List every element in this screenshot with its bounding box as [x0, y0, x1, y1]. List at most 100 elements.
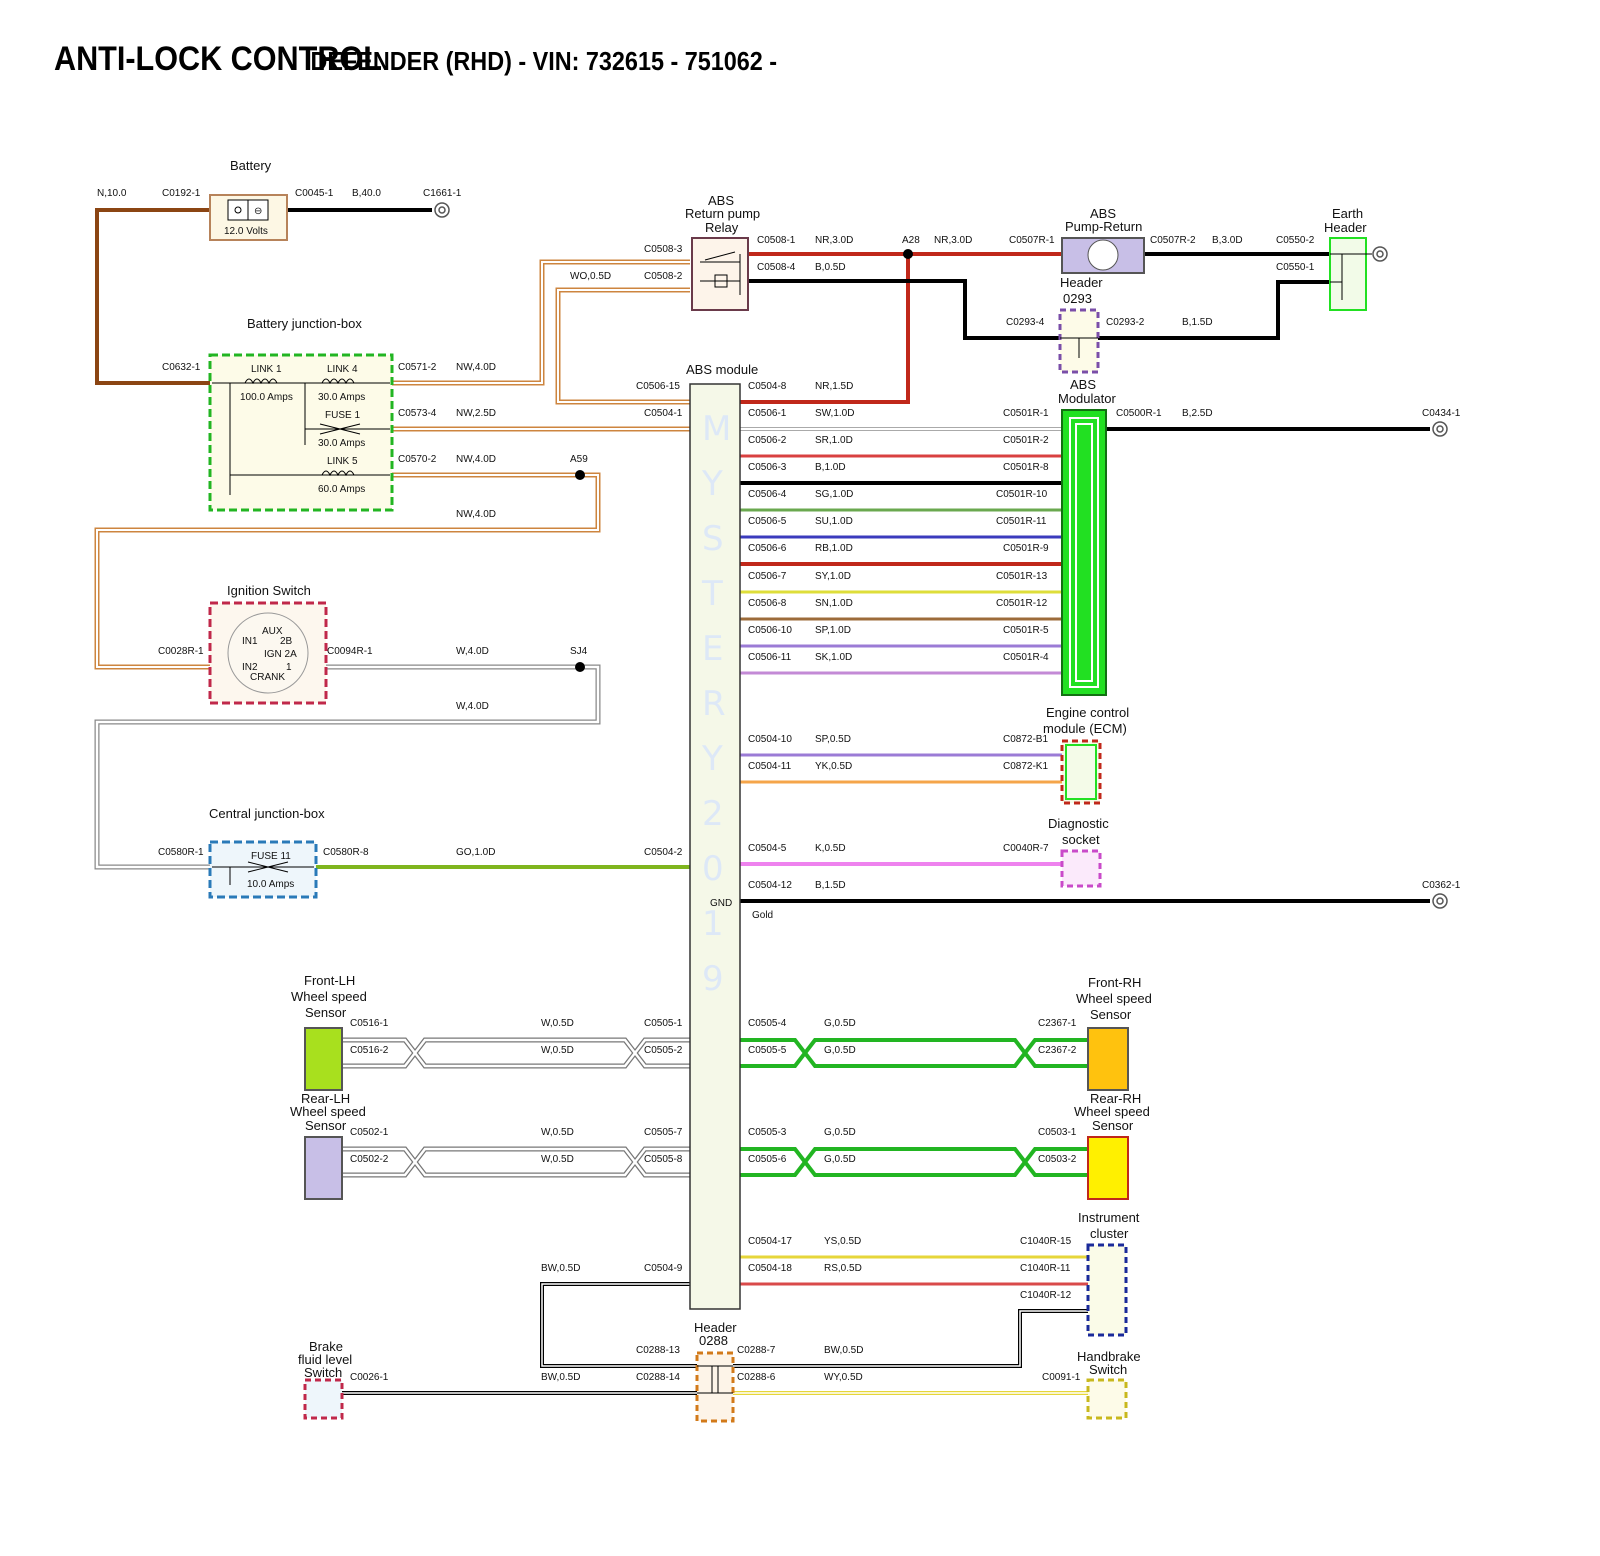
diag-label-1: Diagnostic [1048, 816, 1109, 831]
connector-label: G,0.5D [824, 1045, 856, 1056]
connector-label: RS,0.5D [824, 1263, 862, 1274]
link5-label: LINK 5 [327, 456, 358, 467]
brake-label-2: fluid level [298, 1352, 352, 1367]
wire-n-battery [95, 208, 210, 385]
connector-label: NW,4.0D [456, 362, 496, 373]
connector-label: C0028R-1 [158, 646, 204, 657]
connector-label: C0504-11 [748, 761, 792, 772]
connector-label: C0505-1 [644, 1018, 683, 1029]
frh-label-2: Wheel speed [1076, 991, 1152, 1006]
watermark-letter: 0 [702, 849, 724, 889]
connector-label: BW,0.5D [824, 1345, 863, 1356]
connector-label: C0501R-1 [1003, 408, 1049, 419]
connector-label: WY,0.5D [824, 1372, 863, 1383]
connector-label: SG,1.0D [815, 489, 853, 500]
splice-a59 [575, 470, 585, 480]
link4-label: LINK 4 [327, 364, 358, 375]
connector-label: C0506-1 [748, 408, 787, 419]
connector-label: C0505-5 [748, 1045, 787, 1056]
connector-label: SP,0.5D [815, 734, 851, 745]
watermark-letter: Y [701, 464, 723, 504]
link1-label: LINK 1 [251, 364, 282, 375]
connector-label: B,40.0 [352, 188, 381, 199]
connector-label: C0570-2 [398, 454, 437, 465]
fuse11-amps: 10.0 Amps [247, 879, 294, 890]
front-lh-sensor: Front-LH Wheel speed Sensor [291, 973, 367, 1091]
connector-label: C0506-7 [748, 571, 787, 582]
wire-g-frh-1 [740, 1038, 1088, 1068]
connector-label: C0632-1 [162, 362, 201, 373]
connector-label: C0504-17 [748, 1236, 792, 1247]
modulator-label-2: Modulator [1058, 391, 1116, 406]
connector-label: C0501R-8 [1003, 462, 1049, 473]
connector-label: A59 [570, 454, 588, 465]
connector-label: C0506-11 [748, 652, 792, 663]
connector-label: C1040R-12 [1020, 1290, 1072, 1301]
rrh-label-3: Sensor [1092, 1118, 1134, 1133]
rear-rh-sensor: Rear-RH Wheel speed Sensor [1074, 1091, 1150, 1200]
connector-label: NR,1.5D [815, 381, 853, 392]
connector-label: C0288-13 [636, 1345, 680, 1356]
connector-label: C0506-15 [636, 381, 680, 392]
watermark-letter: S [702, 519, 724, 559]
ign-in1: IN1 [242, 636, 258, 647]
watermark-letter: E [702, 629, 723, 669]
wire-w-ignition [94, 664, 601, 870]
connector-label: GO,1.0D [456, 847, 495, 858]
ign-1: 1 [286, 662, 292, 673]
connector-label: C0580R-8 [323, 847, 369, 858]
connector-label: C0506-5 [748, 516, 787, 527]
connector-label: C0516-2 [350, 1045, 389, 1056]
connector-label: SY,1.0D [815, 571, 851, 582]
connector-label: W,4.0D [456, 646, 489, 657]
rlh-label-1: Rear-LH [301, 1091, 350, 1106]
wires [94, 208, 1430, 1395]
earth-label-2: Header [1324, 220, 1367, 235]
ign-2b: 2B [280, 636, 293, 647]
connector-label: C0501R-11 [996, 516, 1047, 527]
connector-label: C0091-1 [1042, 1372, 1081, 1383]
connector-label: C0550-2 [1276, 235, 1315, 246]
connector-label: SN,1.0D [815, 598, 853, 609]
rlh-label-2: Wheel speed [290, 1104, 366, 1119]
connector-label: C2367-1 [1038, 1018, 1077, 1029]
connector-label: C0504-18 [748, 1263, 792, 1274]
rrh-label-2: Wheel speed [1074, 1104, 1150, 1119]
connector-label: C0502-1 [350, 1127, 389, 1138]
fuse1-label: FUSE 1 [325, 410, 360, 421]
ecm-label-2: module (ECM) [1043, 721, 1127, 736]
connector-label: C0504-10 [748, 734, 792, 745]
brake-label-3: Switch [304, 1365, 342, 1380]
connector-label: C0288-7 [737, 1345, 776, 1356]
wire-b-header-earth [1098, 280, 1330, 340]
connector-label: C0505-7 [644, 1127, 683, 1138]
connector-label: C0504-2 [644, 847, 683, 858]
battery-label: Battery [230, 158, 272, 173]
connector-label: NW,4.0D [456, 454, 496, 465]
connector-label: C0506-4 [748, 489, 787, 500]
connector-label: SU,1.0D [815, 516, 853, 527]
ecm-label-1: Engine control [1046, 705, 1129, 720]
connector-label: C0505-4 [748, 1018, 787, 1029]
connector-label: SP,1.0D [815, 625, 851, 636]
connector-label: C0506-6 [748, 543, 787, 554]
battery-volts: 12.0 Volts [224, 226, 268, 237]
wire-g-frh-2 [740, 1038, 1088, 1068]
connector-label: C0506-8 [748, 598, 787, 609]
earth-header: Earth Header [1324, 206, 1372, 311]
link5-amps: 60.0 Amps [318, 484, 365, 495]
engine-control-module: Engine control module (ECM) [1043, 705, 1129, 805]
watermark-letter: M [702, 409, 731, 449]
connector-label: C0045-1 [295, 188, 334, 199]
brake-label-1: Brake [309, 1339, 343, 1354]
connector-label: W,4.0D [456, 701, 489, 712]
link1-amps: 100.0 Amps [240, 392, 293, 403]
ign-2a: IGN 2A [264, 649, 297, 660]
connector-label: C0516-1 [350, 1018, 389, 1029]
connector-label: C0293-2 [1106, 317, 1145, 328]
flh-label-1: Front-LH [304, 973, 355, 988]
ign-aux: AUX [262, 626, 283, 637]
connector-label: G,0.5D [824, 1154, 856, 1165]
